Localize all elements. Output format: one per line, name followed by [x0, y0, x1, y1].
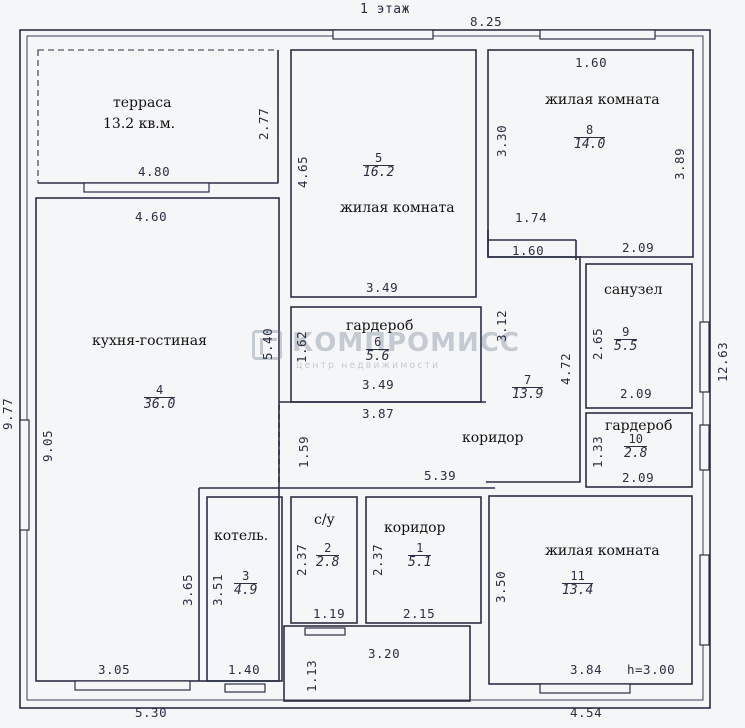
room-1-walls [365, 496, 482, 624]
room-6-name: гардероб [346, 318, 414, 334]
dim-4-72: 4.72 [558, 352, 573, 385]
dim-3-51: 3.51 [210, 573, 225, 606]
dim-1-74: 1.74 [515, 210, 548, 225]
floor-title: 1 этаж [360, 2, 410, 17]
room-9-name: санузел [604, 282, 663, 298]
dim-4-65: 4.65 [295, 155, 310, 188]
dim-3-49-a: 3.49 [366, 280, 399, 295]
room-3-name: котель. [214, 528, 269, 544]
dim-2-37-b: 2.37 [370, 543, 385, 576]
dim-3-20: 3.20 [368, 646, 401, 661]
room-11-name: жилая комната [545, 543, 660, 559]
room-9-walls [585, 263, 693, 409]
dim-3-49-b: 3.49 [362, 377, 395, 392]
dim-5-40: 5.40 [260, 327, 275, 360]
dim-1-60-mid: 1.60 [512, 243, 545, 258]
dim-3-50: 3.50 [493, 570, 508, 603]
room-1-name: коридор [384, 520, 446, 536]
dim-4-54: 4.54 [570, 705, 603, 720]
dim-3-12: 3.12 [494, 309, 509, 342]
room-10-name: гардероб [605, 418, 673, 434]
dim-3-84: 3.84 [570, 662, 603, 677]
dim-3-05: 3.05 [98, 662, 131, 677]
room-7-name: коридор [462, 430, 524, 446]
dim-5-39: 5.39 [424, 468, 457, 483]
room-4-name: кухня-гостиная [92, 333, 207, 349]
entrance-walls [283, 625, 471, 702]
dim-9-05: 9.05 [40, 429, 55, 462]
dim-2-37-a: 2.37 [294, 543, 309, 576]
dim-2-09-a: 2.09 [622, 240, 655, 255]
dim-1-33: 1.33 [590, 435, 605, 468]
dim-1-59: 1.59 [296, 435, 311, 468]
dim-3-30: 3.30 [494, 124, 509, 157]
dim-2-65: 2.65 [590, 327, 605, 360]
dim-8-25: 8.25 [470, 14, 503, 29]
kitchen-walls [35, 197, 280, 682]
dim-2-09-b: 2.09 [620, 386, 653, 401]
dim-1-62: 1.62 [294, 330, 309, 363]
dim-1-13: 1.13 [304, 659, 319, 692]
ceiling-height: h=3.00 [627, 662, 676, 677]
room-5-walls [290, 49, 477, 298]
dim-2-15: 2.15 [403, 606, 436, 621]
room-5-name: жилая комната [340, 200, 455, 216]
dim-9-77: 9.77 [0, 397, 15, 430]
dim-1-40: 1.40 [228, 662, 261, 677]
dim-2-09-c: 2.09 [622, 470, 655, 485]
room-8-name: жилая комната [545, 92, 660, 108]
dim-4-60: 4.60 [135, 209, 168, 224]
dim-3-87: 3.87 [362, 406, 395, 421]
terrace-label: терраса [113, 95, 172, 111]
dim-4-80: 4.80 [138, 164, 171, 179]
dim-5-30: 5.30 [135, 705, 168, 720]
room-2-name: с/у [314, 512, 335, 528]
watermark-subtitle: центр недвижимости [296, 360, 441, 371]
room-10-walls [585, 412, 693, 488]
dim-2-77: 2.77 [256, 107, 271, 140]
watermark-logo-icon [252, 330, 282, 360]
watermark-brand: КОМПРОМИСС [292, 328, 520, 358]
dim-3-65: 3.65 [180, 573, 195, 606]
terrace-area: 13.2 кв.м. [103, 116, 176, 132]
room-3-walls [206, 496, 283, 682]
corridor-7-walls [486, 230, 581, 483]
dim-3-89: 3.89 [672, 147, 687, 180]
room-2-walls [290, 496, 358, 624]
dim-12-63: 12.63 [715, 341, 730, 382]
dim-1-60-top: 1.60 [575, 55, 608, 70]
dim-1-19: 1.19 [313, 606, 346, 621]
room-8-walls [487, 49, 694, 258]
